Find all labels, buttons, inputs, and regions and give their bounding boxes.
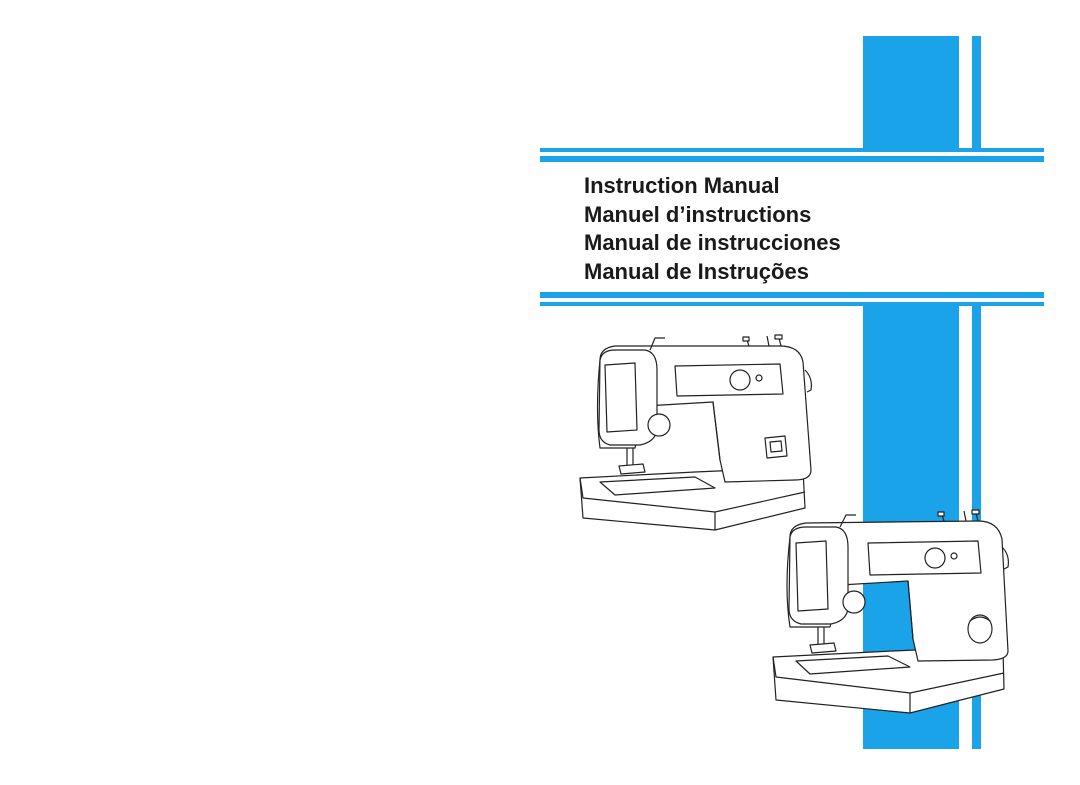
title-portuguese: Manual de Instruções [584,258,809,284]
top-rule-thin [540,148,1044,152]
upper-thin-blue-bar [972,36,981,148]
sewing-machine-illustration-1 [579,334,812,531]
title-spanish: Manual de instrucciones [584,230,841,255]
sewing-machine-illustration-2 [772,509,1009,714]
title-block: Instruction Manual Manuel d’instructions… [584,172,841,286]
bottom-rule-thick [540,292,1044,298]
bottom-rule-thin [540,302,1044,306]
title-english: Instruction Manual [584,173,780,198]
top-rule-thick [540,156,1044,162]
upper-blue-bar [863,36,959,148]
title-french: Manuel d’instructions [584,201,812,227]
